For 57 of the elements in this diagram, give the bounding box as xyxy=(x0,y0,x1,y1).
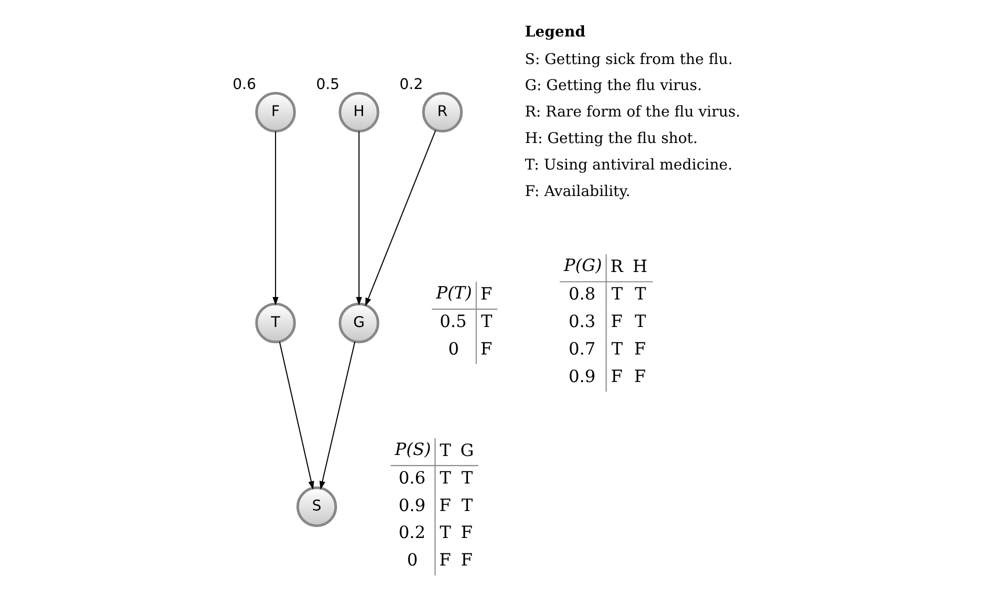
label: T xyxy=(439,467,451,488)
label: P(T) xyxy=(436,282,472,302)
node-label: 0.5 xyxy=(316,76,340,94)
arrow xyxy=(364,130,436,306)
label: 0.3 xyxy=(568,310,596,331)
node-label: 0.6 xyxy=(232,76,256,94)
arrow xyxy=(272,131,278,306)
label: F xyxy=(634,366,646,386)
label: Legend xyxy=(524,23,585,40)
label: F xyxy=(438,494,451,515)
label: 0 xyxy=(406,550,418,570)
label: P(G) xyxy=(563,254,602,275)
label: F xyxy=(460,522,472,542)
label: T xyxy=(634,310,646,331)
label: T xyxy=(610,283,622,304)
label: F xyxy=(610,310,622,331)
node-circle: F xyxy=(254,92,296,133)
label: H xyxy=(632,256,647,276)
arrow xyxy=(318,342,355,490)
label: 0.9 xyxy=(568,366,596,386)
arrow xyxy=(356,131,362,306)
label: T xyxy=(610,338,622,358)
label: 0 xyxy=(448,338,459,358)
label: F xyxy=(480,283,492,304)
label: T xyxy=(460,467,472,488)
label: 0.9 xyxy=(398,494,425,515)
legend-label: T: Using antiviral medicine. xyxy=(524,156,732,174)
legend-label: F: Availability. xyxy=(524,182,630,200)
node-circle: T xyxy=(254,302,296,344)
node-circle: H xyxy=(338,92,379,133)
label: F xyxy=(460,550,472,570)
label: T xyxy=(480,310,492,331)
label: T xyxy=(460,494,472,515)
node-label: 0.2 xyxy=(399,76,423,94)
label: T xyxy=(634,283,646,304)
node-circle: G xyxy=(338,302,379,344)
label: T xyxy=(439,522,451,542)
label: 0.8 xyxy=(568,283,596,304)
label: G xyxy=(460,440,474,460)
label: R xyxy=(610,256,623,276)
label: 0.5 xyxy=(439,310,466,331)
arrow xyxy=(278,342,314,490)
node-circle: S xyxy=(296,486,337,528)
label: 0.2 xyxy=(398,522,425,542)
label: 0.6 xyxy=(398,467,425,488)
legend-label: H: Getting the flu shot. xyxy=(524,130,698,148)
label: P(S) xyxy=(394,438,431,459)
node-circle: R xyxy=(422,92,462,133)
label: F xyxy=(480,338,492,358)
legend-label: S: Getting sick from the flu. xyxy=(524,50,732,68)
legend-label: G: Getting the flu virus. xyxy=(524,77,702,94)
label: 0.7 xyxy=(568,338,596,358)
label: T xyxy=(439,440,451,460)
label: F xyxy=(438,550,451,570)
label: F xyxy=(634,338,646,358)
label: F xyxy=(610,366,622,386)
legend-label: R: Rare form of the flu virus. xyxy=(524,104,740,121)
